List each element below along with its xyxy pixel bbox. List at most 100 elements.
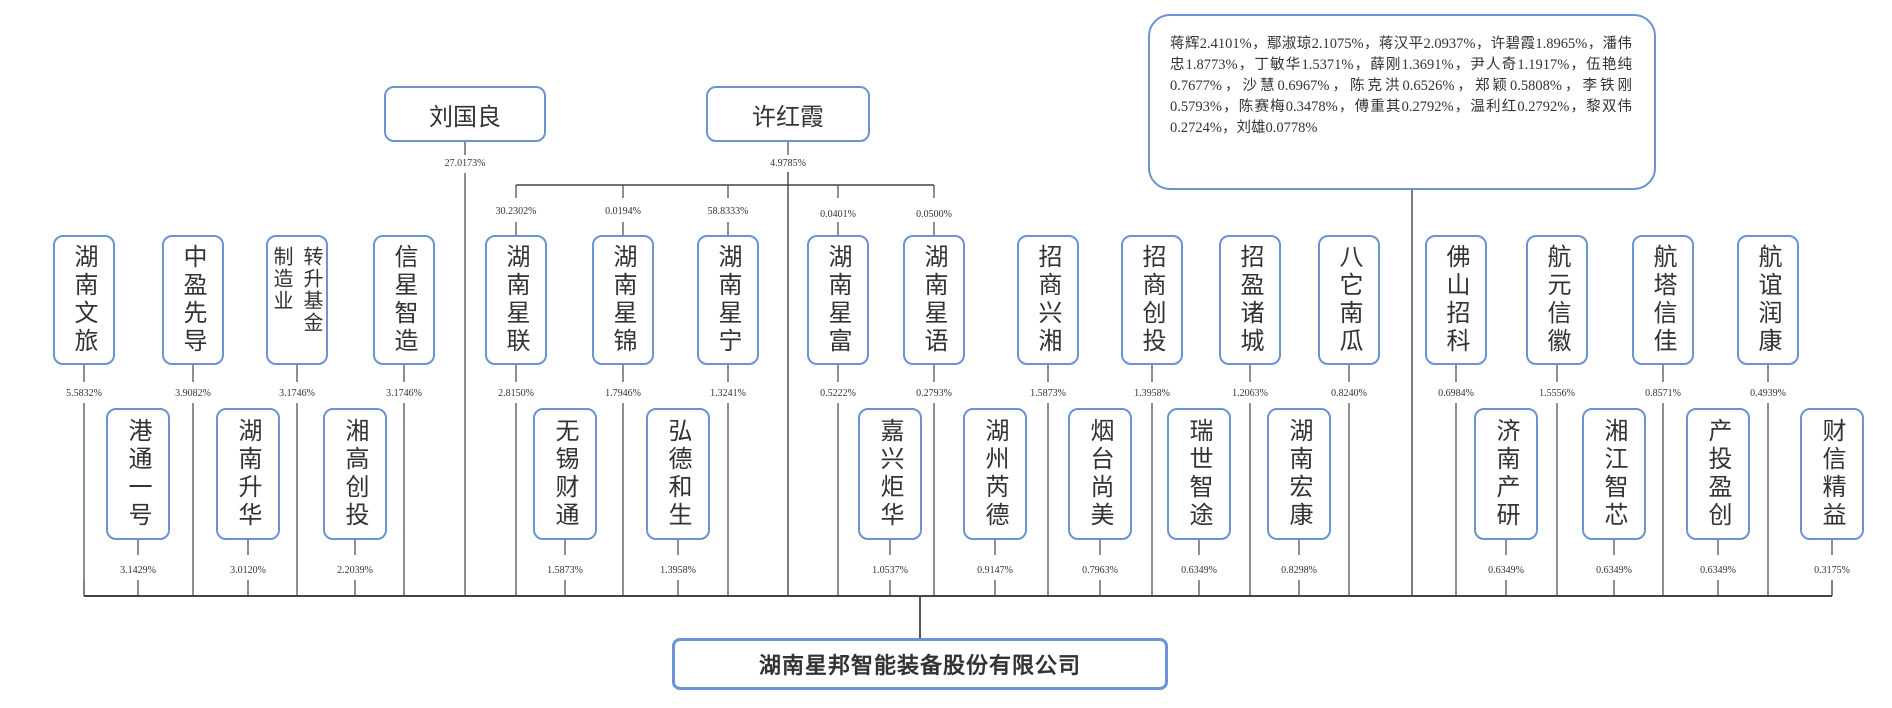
company-box: 湖南星邦智能装备股份有限公司 (672, 638, 1168, 690)
shareholder-box: 湖南星宁 (697, 235, 759, 365)
shareholder-box: 湖南星联 (485, 235, 547, 365)
shareholder-name: 湘江智芯 (1600, 418, 1628, 530)
shareholder-name: 湘高创投 (341, 418, 369, 530)
shareholder-name: 八它南瓜 (1335, 244, 1363, 356)
shareholder-box: 烟台尚美 (1068, 408, 1132, 540)
shareholder-name: 烟台尚美 (1086, 418, 1114, 530)
shareholder-box: 中盈先导 (162, 235, 224, 365)
shareholder-name: 嘉兴炬华 (876, 418, 904, 530)
shareholder-box: 招商兴湘 (1017, 235, 1079, 365)
pct-label: 2.2039% (337, 565, 373, 576)
shareholder-box: 港通一号 (106, 408, 170, 540)
shareholder-box: 航塔信佳 (1632, 235, 1694, 365)
company-name: 湖南星邦智能装备股份有限公司 (758, 653, 1081, 679)
xu-holding-pct: 30.2302% (495, 206, 537, 217)
shareholder-name: 湖南星富 (824, 244, 852, 356)
shareholder-name: 湖南星联 (502, 244, 530, 356)
individual-shareholders-note: 蒋辉2.4101%，鄢淑琼2.1075%，蒋汉平2.0937%，许碧霞1.896… (1148, 14, 1656, 190)
shareholder-box: 信星智造 (373, 235, 435, 365)
shareholder-name: 湖南文旅 (70, 244, 98, 356)
shareholder-box: 嘉兴炬华 (858, 408, 922, 540)
pct-label: 0.2793% (916, 388, 952, 399)
pct-label: 0.4939% (1750, 388, 1786, 399)
pct-label: 3.1746% (279, 388, 315, 399)
xu-holding-pct: 0.0500% (916, 209, 952, 220)
pct-label: 5.5832% (66, 388, 102, 399)
pct-label: 0.5222% (820, 388, 856, 399)
shareholder-name: 航元信徽 (1543, 244, 1571, 356)
shareholder-name: 无锡财通 (551, 418, 579, 530)
pct-label: 0.6984% (1438, 388, 1474, 399)
shareholder-name: 湖南星语 (920, 244, 948, 356)
shareholder-name: 产投盈创 (1704, 418, 1732, 530)
shareholder-name: 湖南星宁 (714, 244, 742, 356)
pct-label: 0.6349% (1596, 565, 1632, 576)
pct-label: 3.0120% (230, 565, 266, 576)
pct-label: 0.6349% (1488, 565, 1524, 576)
pct-label: 0.9147% (977, 565, 1013, 576)
pct-label: 0.8240% (1331, 388, 1367, 399)
shareholder-box: 弘德和生 (646, 408, 710, 540)
pct-label: 0.6349% (1700, 565, 1736, 576)
shareholder-name: 招商兴湘 (1034, 244, 1062, 356)
shareholder-name: 弘德和生 (664, 418, 692, 530)
shareholder-name: 湖南升华 (234, 418, 262, 530)
shareholder-box: 产投盈创 (1686, 408, 1750, 540)
individual-shareholders-text: 蒋辉2.4101%，鄢淑琼2.1075%，蒋汉平2.0937%，许碧霞1.896… (1170, 36, 1632, 136)
shareholder-name: 中盈先导 (179, 244, 207, 356)
shareholder-box: 转升基金制造业 (266, 235, 328, 365)
pct-label-xu-hongxia: 4.9785% (770, 158, 806, 169)
shareholder-box: 招盈诸城 (1219, 235, 1281, 365)
shareholder-name: 财信精益 (1818, 418, 1846, 530)
shareholder-name: 佛山招科 (1442, 244, 1470, 356)
shareholder-box: 湖州芮德 (963, 408, 1027, 540)
shareholder-name: 信星智造 (390, 244, 418, 356)
pct-label: 1.5873% (1030, 388, 1066, 399)
shareholder-box: 湖南星语 (903, 235, 965, 365)
shareholder-name: 湖南星锦 (609, 244, 637, 356)
pct-label: 0.8298% (1281, 565, 1317, 576)
pct-label: 1.7946% (605, 388, 641, 399)
shareholder-box: 湘江智芯 (1582, 408, 1646, 540)
pct-label: 1.5556% (1539, 388, 1575, 399)
shareholder-name: 瑞世智途 (1185, 418, 1213, 530)
pct-label: 3.1429% (120, 565, 156, 576)
shareholder-name: 航塔信佳 (1649, 244, 1677, 356)
shareholder-box: 航谊润康 (1737, 235, 1799, 365)
pct-label: 0.3175% (1814, 565, 1850, 576)
xu-holding-pct: 58.8333% (707, 206, 749, 217)
shareholder-box: 湖南升华 (216, 408, 280, 540)
pct-label: 1.2063% (1232, 388, 1268, 399)
shareholder-box: 湘高创投 (323, 408, 387, 540)
shareholder-box: 济南产研 (1474, 408, 1538, 540)
shareholder-name: 济南产研 (1492, 418, 1520, 530)
shareholder-box: 瑞世智途 (1167, 408, 1231, 540)
shareholder-name: 转升基金制造业 (270, 246, 324, 334)
pct-label: 1.3958% (1134, 388, 1170, 399)
pct-label: 0.6349% (1181, 565, 1217, 576)
shareholder-box-xu-hongxia: 许红霞 (706, 86, 870, 142)
xu-holding-pct: 0.0401% (820, 209, 856, 220)
pct-label: 0.8571% (1645, 388, 1681, 399)
pct-label: 2.8150% (498, 388, 534, 399)
pct-label: 3.9082% (175, 388, 211, 399)
shareholder-box: 无锡财通 (533, 408, 597, 540)
shareholder-box: 招商创投 (1121, 235, 1183, 365)
shareholder-box-liu-guoliang: 刘国良 (384, 86, 546, 142)
pct-label: 1.0537% (872, 565, 908, 576)
xu-holding-pct: 0.0194% (605, 206, 641, 217)
shareholder-name: 湖州芮德 (981, 418, 1009, 530)
pct-label: 0.7963% (1082, 565, 1118, 576)
shareholder-box: 湖南星富 (807, 235, 869, 365)
shareholder-name: 刘国良 (429, 102, 501, 131)
shareholder-box: 八它南瓜 (1318, 235, 1380, 365)
shareholder-box: 财信精益 (1800, 408, 1864, 540)
shareholder-name: 港通一号 (124, 418, 152, 530)
pct-label: 1.3241% (710, 388, 746, 399)
pct-label: 1.5873% (547, 565, 583, 576)
shareholder-name: 招盈诸城 (1236, 244, 1264, 356)
shareholder-name: 航谊润康 (1754, 244, 1782, 356)
shareholder-box: 湖南宏康 (1267, 408, 1331, 540)
